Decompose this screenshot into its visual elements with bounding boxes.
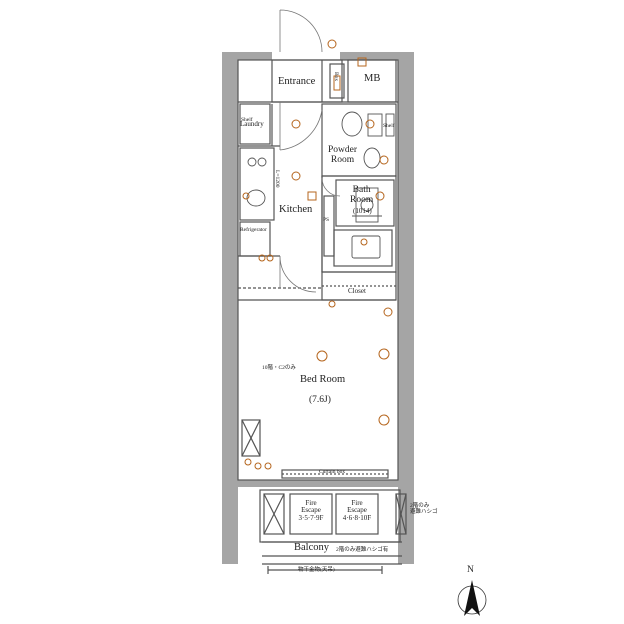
washbasin-icon	[351, 235, 381, 259]
ceiling-light-icon	[360, 238, 368, 246]
note-ladder-balcony: 2階のみ避難ハシゴ有	[336, 547, 389, 553]
ceiling-light-icon	[291, 119, 301, 129]
room-label-refrigerator: Refrigerator	[240, 227, 267, 233]
note-drying-hardware: 物干金物(天吊)	[298, 567, 335, 573]
room-label-bedroom: Bed Room	[300, 374, 346, 385]
ceiling-light-icon	[316, 350, 328, 362]
note-ladder-2f: 2階のみ 避難ハシゴ	[410, 503, 438, 515]
room-label-balcony: Balcony	[294, 542, 329, 553]
fixtures	[246, 111, 395, 259]
outlet-icon	[244, 458, 252, 466]
room-label-bath: Bath Room	[350, 185, 374, 205]
structural-walls	[222, 52, 414, 564]
note-c2-only: 10階・C2のみ	[262, 365, 296, 371]
room-label-curtain-box: Curtain box	[319, 469, 346, 475]
dimension-l1200: L=1200	[273, 170, 280, 188]
room-label-mb: MB	[364, 73, 381, 84]
room-label-shelf-left: Shelf	[241, 117, 253, 123]
north-arrow-icon	[457, 580, 487, 616]
outlet-icon	[242, 192, 250, 200]
room-label-bath-size: (1014)	[353, 207, 372, 215]
ceiling-light-icon	[365, 119, 375, 129]
kitchen-sink-icon	[246, 189, 266, 207]
ceiling-light-icon	[378, 414, 390, 426]
room-label-laundry: Laundry	[240, 120, 264, 128]
ceiling-light-icon	[383, 307, 393, 317]
door-swings	[279, 9, 341, 293]
toilet-icon	[341, 111, 363, 137]
room-label-entrance: Entrance	[278, 76, 316, 87]
room-label-powder: Powder Room	[328, 145, 358, 165]
outlet-icon	[254, 462, 262, 470]
outlet-icon	[266, 254, 274, 262]
room-label-fire-escape-1: Fire Escape 3·5·7·9F	[298, 499, 324, 522]
room-label-fire-escape-2: Fire Escape 4·6·8·10F	[342, 499, 372, 522]
outlet-icon	[258, 254, 266, 262]
ceiling-light-icon	[379, 155, 389, 165]
room-label-kitchen: Kitchen	[279, 204, 313, 215]
ceiling-light-icon	[291, 171, 301, 181]
north-label: N	[467, 565, 474, 575]
sink-icon	[363, 147, 381, 169]
electrical-points	[242, 39, 393, 470]
outlet-icon	[264, 462, 272, 470]
room-label-bedroom-size: (7.6J)	[309, 395, 331, 405]
outlet-icon	[327, 39, 337, 49]
room-label-shelf-right: Shelf	[383, 123, 395, 129]
outlet-icon	[328, 300, 336, 308]
ceiling-light-icon	[375, 191, 385, 201]
room-label-box: Box	[332, 72, 339, 82]
marker-ps: PS	[323, 217, 330, 223]
ceiling-light-icon	[378, 348, 390, 360]
room-label-closet: Closet	[348, 287, 366, 295]
interior-walls	[237, 59, 407, 574]
